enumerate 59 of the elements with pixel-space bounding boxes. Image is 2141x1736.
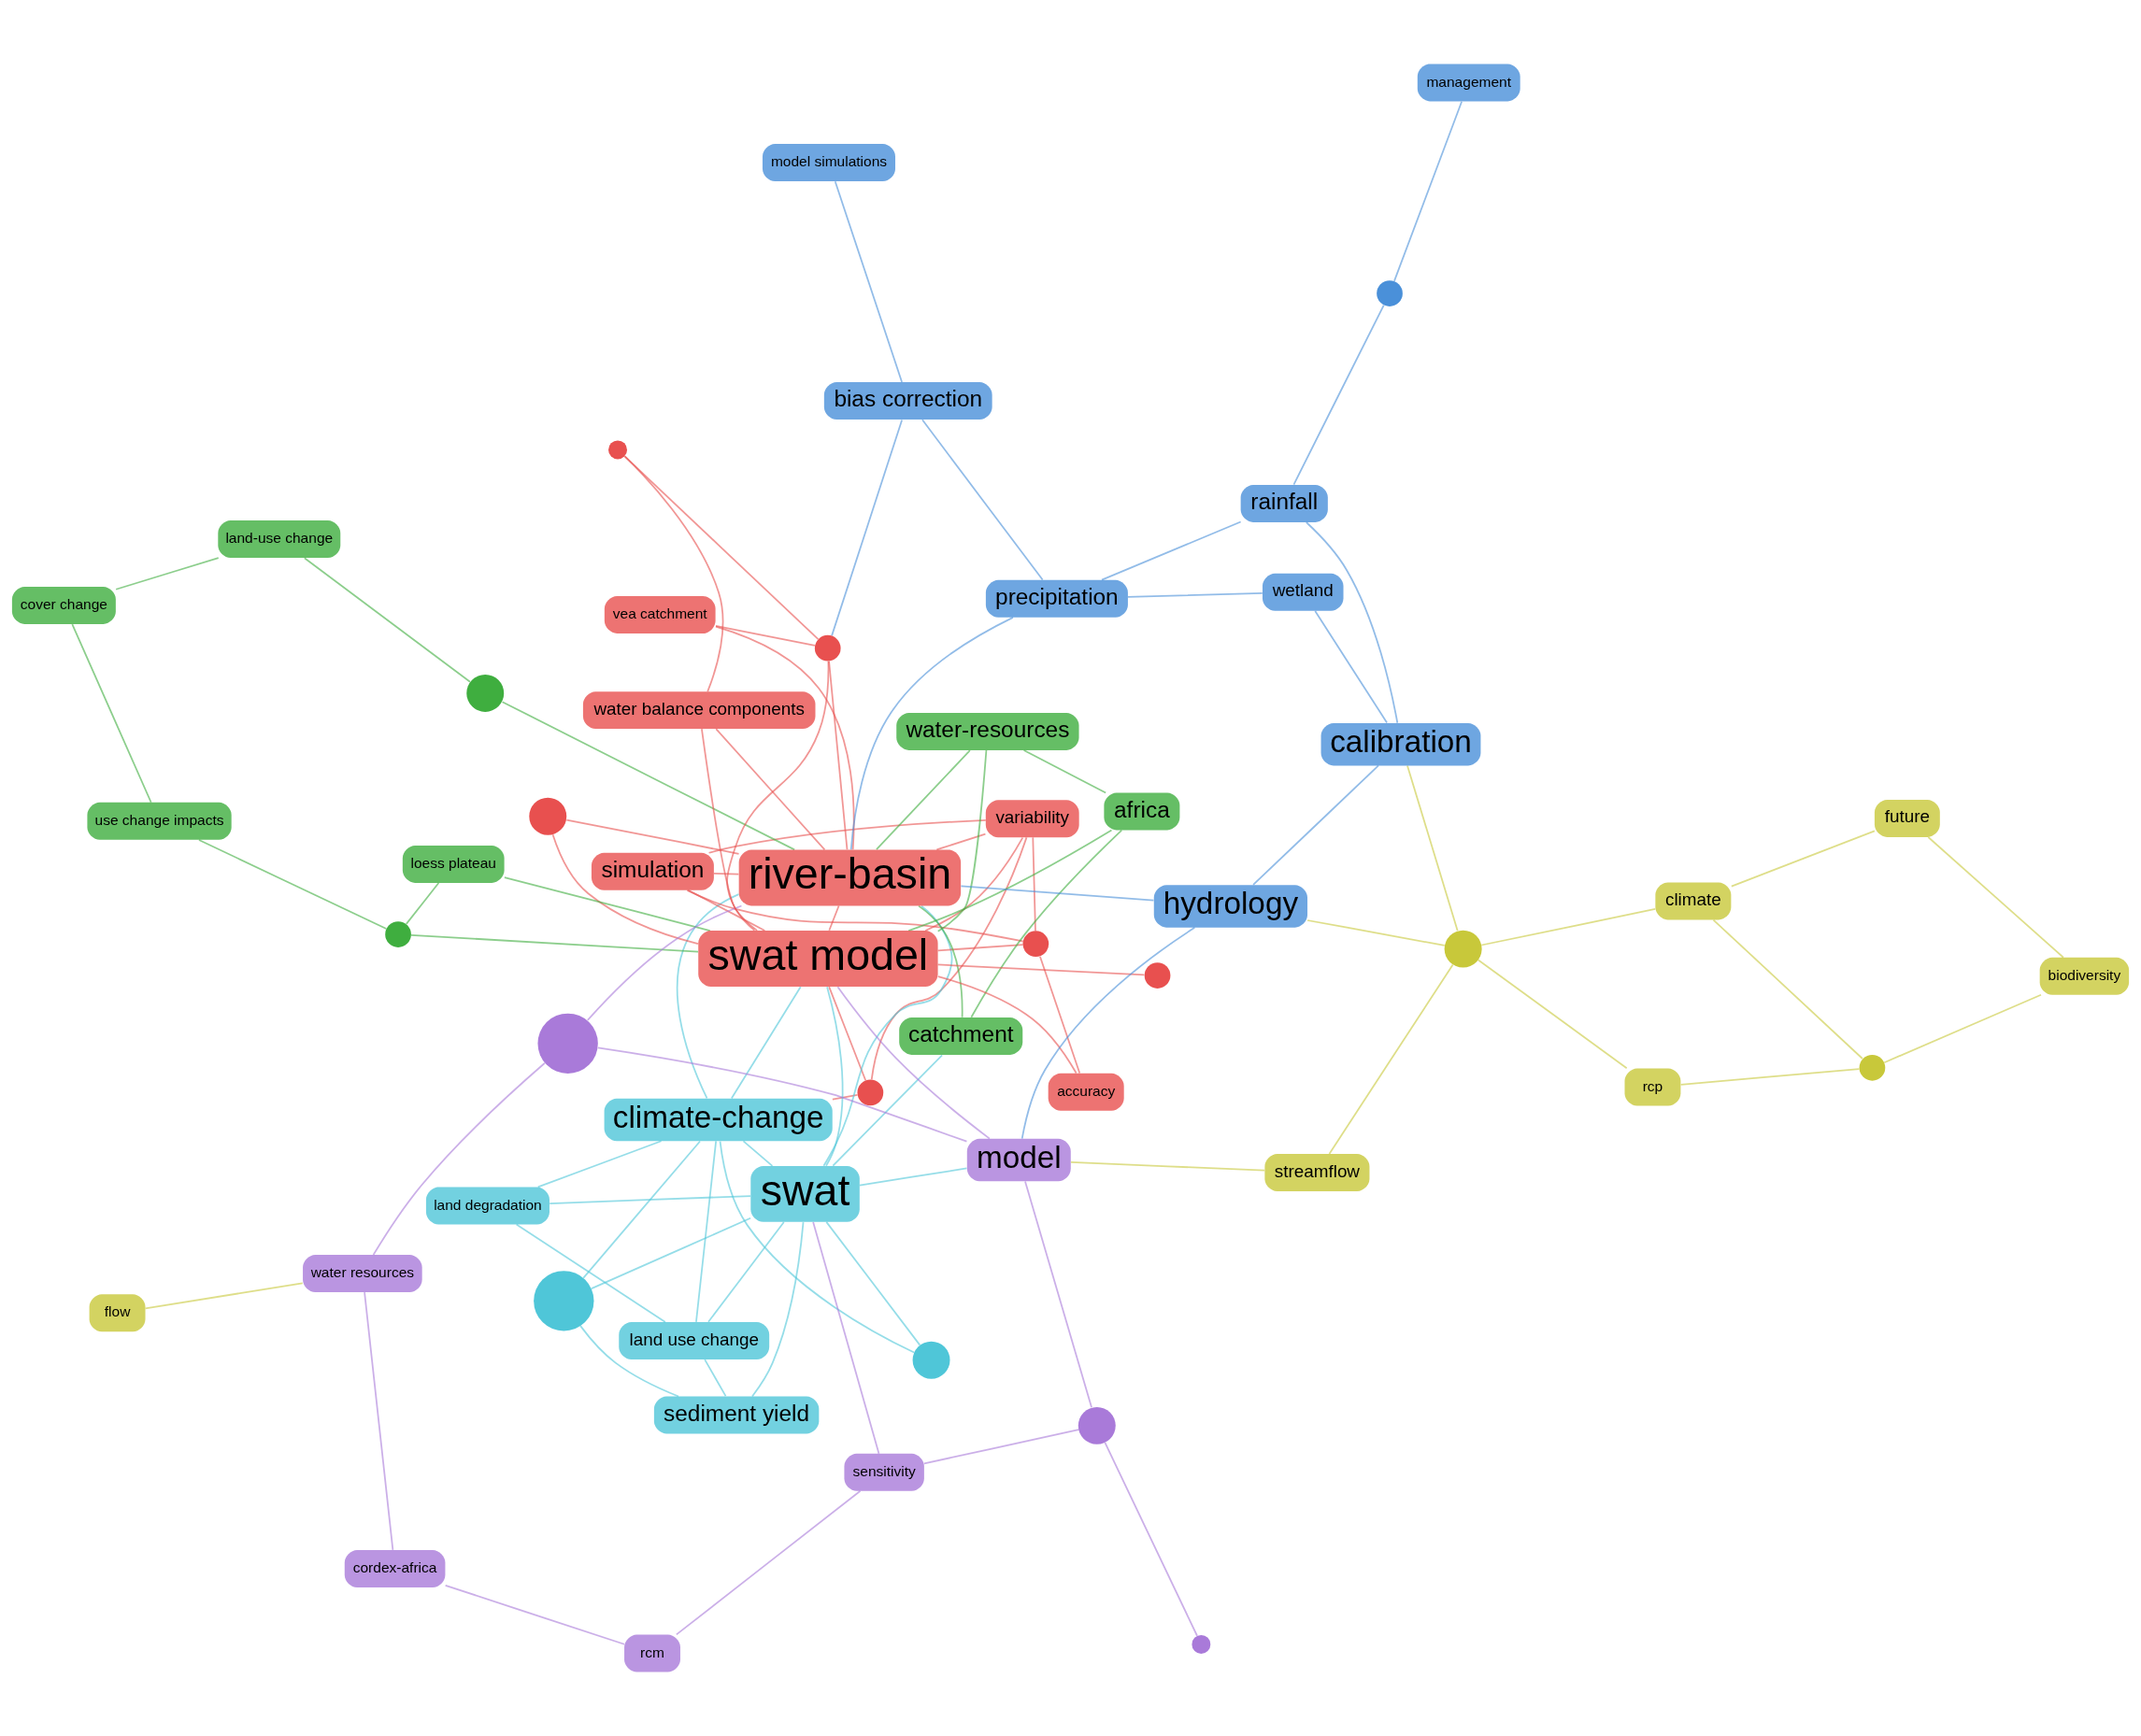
node-box: swat model <box>698 931 938 987</box>
node-circle <box>537 1013 598 1074</box>
node-circle <box>1144 962 1171 989</box>
node-box: streamflow <box>1264 1154 1370 1191</box>
node-box: water-resources <box>896 713 1079 750</box>
node-box: vea catchment <box>604 596 716 633</box>
node-box: future <box>1874 799 1940 837</box>
connector <box>1021 926 1196 1140</box>
node-box: cordex-africa <box>344 1550 446 1588</box>
node-box: sensitivity <box>844 1453 924 1491</box>
node-circle <box>1192 1634 1211 1654</box>
node-circle <box>1078 1406 1116 1444</box>
connector <box>501 701 795 851</box>
node-box: water resources <box>303 1255 422 1292</box>
node-box: river-basin <box>738 849 962 906</box>
node-box: wetland <box>1262 573 1344 611</box>
node-box: land degradation <box>425 1187 550 1225</box>
node-box: hydrology <box>1153 885 1307 928</box>
node-box: sediment yield <box>653 1396 820 1434</box>
node-circle <box>814 634 841 662</box>
node-box: precipitation <box>985 579 1128 618</box>
node-box: loess plateau <box>402 845 505 883</box>
node-circle <box>385 921 411 947</box>
connector <box>836 986 991 1140</box>
node-box: climate <box>1655 882 1732 920</box>
node-box: rcp <box>1624 1068 1681 1106</box>
node-box: land use change <box>619 1322 770 1360</box>
node-box: management <box>1417 64 1520 102</box>
node-box: model <box>966 1138 1071 1182</box>
node-circle <box>534 1271 594 1331</box>
node-box: catchment <box>899 1017 1023 1055</box>
node-circle <box>1377 280 1403 306</box>
connector <box>701 728 758 932</box>
node-box: bias correction <box>823 382 992 420</box>
node-circle <box>1859 1054 1886 1081</box>
node-circle <box>857 1079 884 1106</box>
node-box: simulation <box>591 852 714 890</box>
node-box: swat <box>750 1165 860 1222</box>
node-circle <box>1022 931 1049 958</box>
node-box: biodiversity <box>2039 957 2130 995</box>
node-box: flow <box>89 1294 146 1332</box>
node-circle <box>608 440 627 460</box>
node-box: rainfall <box>1240 485 1328 522</box>
node-box: calibration <box>1320 722 1481 766</box>
node-circle <box>529 797 567 835</box>
node-box: rcm <box>624 1634 680 1672</box>
node-circle <box>1444 930 1482 968</box>
node-box: climate-change <box>604 1098 833 1142</box>
connector <box>970 829 1123 1018</box>
node-box: land-use change <box>218 520 341 559</box>
node-box: cover change <box>11 586 116 624</box>
node-box: africa <box>1104 792 1180 831</box>
node-box: use change impacts <box>87 802 232 840</box>
node-circle <box>466 674 505 712</box>
node-box: water balance components <box>582 691 816 730</box>
node-circle <box>912 1341 950 1379</box>
node-box: model simulations <box>762 144 895 182</box>
node-box: variability <box>985 800 1079 838</box>
node-box: accuracy <box>1048 1073 1124 1111</box>
